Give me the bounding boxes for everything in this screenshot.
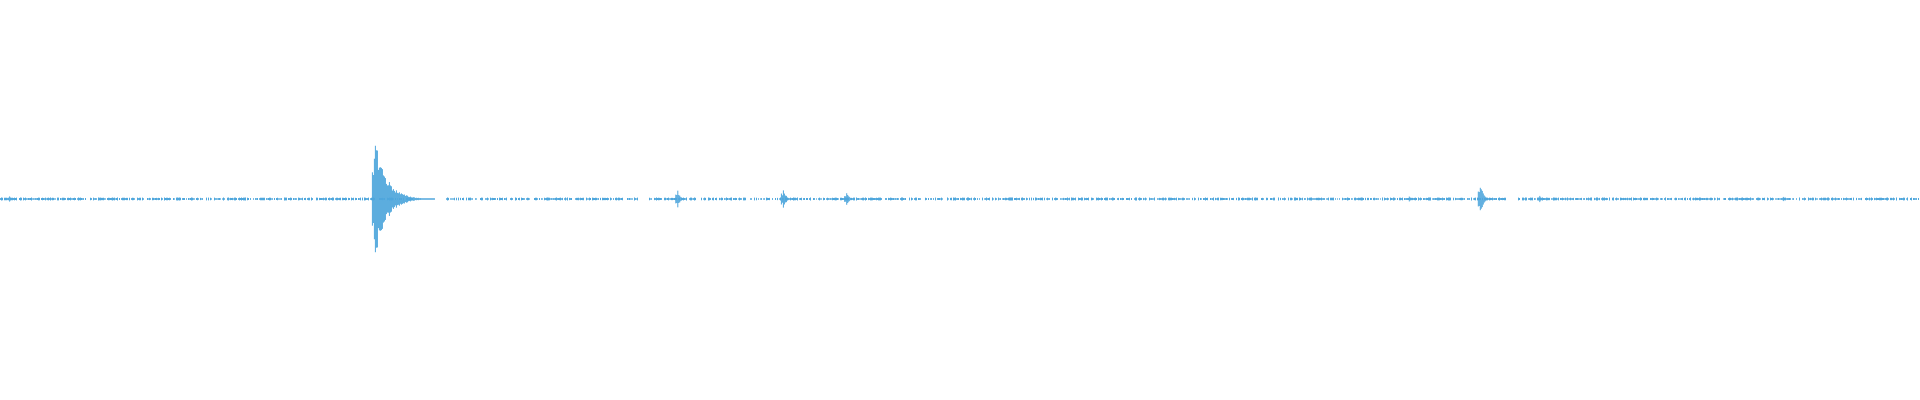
waveform-canvas <box>0 145 1919 253</box>
audio-waveform <box>0 145 1919 253</box>
